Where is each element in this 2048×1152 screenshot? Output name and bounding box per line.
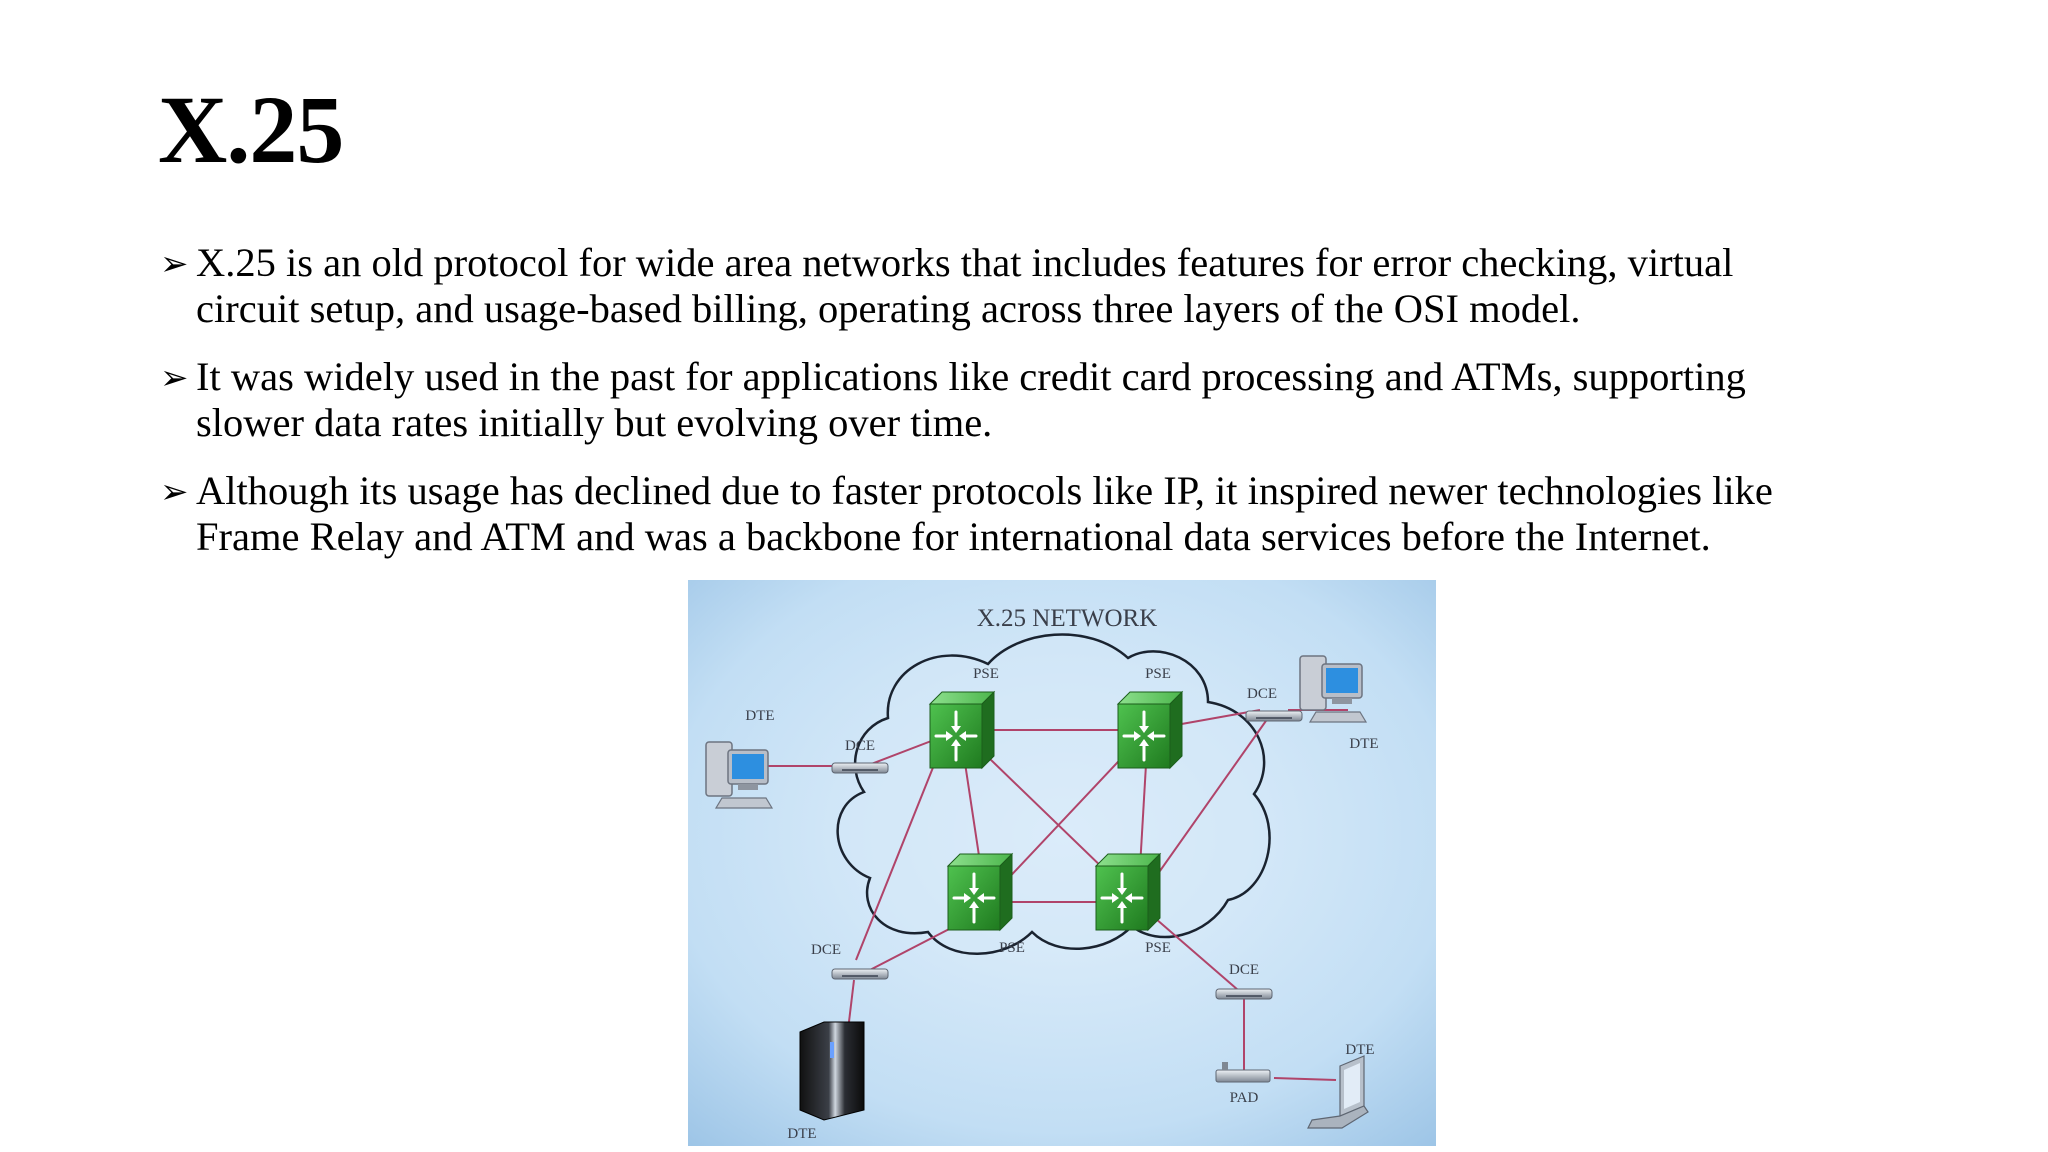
x25-network-diagram: X.25 NETWORK PSE: [688, 580, 1436, 1146]
bullet-1-line-1: X.25 is an old protocol for wide area ne…: [196, 240, 1734, 285]
diagram-title: X.25 NETWORK: [977, 605, 1158, 632]
dce-label-left: DCE: [845, 738, 875, 754]
bullet-item-2: ➢ It was widely used in the past for app…: [158, 354, 1918, 446]
server-tower-icon: [799, 1021, 865, 1121]
pse-label-top-left: PSE: [973, 666, 999, 682]
network-cloud: [836, 633, 1271, 955]
dce-label-bottom-left: DCE: [811, 942, 841, 958]
bullet-item-1: ➢ X.25 is an old protocol for wide area …: [158, 240, 1918, 332]
network-diagram-svg: X.25 NETWORK PSE: [688, 580, 1436, 1146]
bullet-list: ➢ X.25 is an old protocol for wide area …: [158, 240, 1918, 582]
bullet-1-line-2: circuit setup, and usage-based billing, …: [196, 286, 1581, 331]
pse-switch-bottom-left: PSE: [946, 852, 1025, 956]
bullet-item-3: ➢ Although its usage has declined due to…: [158, 468, 1918, 560]
dte-desktop-right: DTE: [1299, 655, 1379, 752]
pad-device-icon: [1215, 1062, 1271, 1083]
bullet-2-line-2: slower data rates initially but evolving…: [196, 400, 993, 445]
pse-switch-bottom-right: PSE: [1094, 852, 1171, 956]
dte-label-server: DTE: [787, 1126, 816, 1142]
pad-device: PAD: [1215, 1062, 1271, 1106]
dte-label-laptop: DTE: [1345, 1042, 1374, 1058]
bullet-3-line-2: Frame Relay and ATM and was a backbone f…: [196, 514, 1711, 559]
dce-modem-bottom-left: DCE: [811, 942, 889, 980]
dce-modem-bottom-right: DCE: [1215, 962, 1273, 1000]
dce-modem-right: DCE: [1245, 686, 1303, 722]
dte-label-left: DTE: [745, 708, 774, 724]
arrowhead-bullet-icon: ➢: [160, 472, 189, 512]
modem-icon: [1215, 988, 1273, 1000]
pse-switch-top-left: PSE: [928, 666, 999, 770]
bullet-3-line-1: Although its usage has declined due to f…: [196, 468, 1773, 513]
laptop-icon: [1307, 1055, 1369, 1129]
dce-label-right: DCE: [1247, 686, 1277, 702]
pse-switch-top-right: PSE: [1116, 666, 1184, 770]
packet-switch-icon: [928, 690, 996, 770]
dte-laptop-right: DTE: [1307, 1042, 1375, 1129]
pse-label-top-right: PSE: [1145, 666, 1171, 682]
modem-icon: [831, 968, 889, 980]
packet-switch-icon: [1116, 690, 1184, 770]
dte-server-bottom-left: DTE: [787, 1021, 865, 1142]
dte-label-right: DTE: [1349, 736, 1378, 752]
dte-desktop-left: DTE: [705, 708, 775, 809]
pse-label-bottom-left: PSE: [999, 940, 1025, 956]
modem-icon: [1245, 710, 1303, 722]
pad-label: PAD: [1230, 1090, 1259, 1106]
packet-switch-icon: [1094, 852, 1162, 932]
slide-title: X.25: [158, 76, 344, 183]
dce-modem-left: DCE: [831, 738, 889, 774]
arrowhead-bullet-icon: ➢: [160, 358, 189, 398]
bullet-2-line-1: It was widely used in the past for appli…: [196, 354, 1746, 399]
packet-switch-icon: [946, 852, 1014, 932]
dce-label-bottom-right: DCE: [1229, 962, 1259, 978]
modem-icon: [831, 762, 889, 774]
arrowhead-bullet-icon: ➢: [160, 244, 189, 284]
pse-label-bottom-right: PSE: [1145, 940, 1171, 956]
